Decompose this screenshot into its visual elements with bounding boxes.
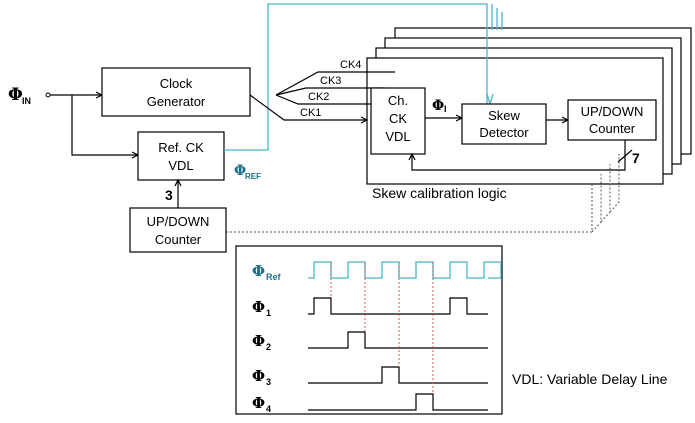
timing-label-4: Φ (252, 394, 265, 412)
timing-sublabel-3: 3 (266, 377, 271, 387)
up-down-counter-right-block (567, 99, 657, 141)
clock-lines: CK1 CK2 CK3 CK4 (249, 59, 395, 124)
ck2-wire (275, 94, 376, 105)
skew-detector-block (461, 103, 547, 145)
input-to-ref-wire (71, 95, 138, 156)
bus-width-left: 3 (165, 187, 173, 203)
up-down-counter-right-line2: Counter (589, 121, 636, 136)
timing-wave-3 (308, 366, 488, 384)
counter-feedback-wire (411, 140, 626, 171)
phi1-subscript: I (444, 104, 447, 114)
timing-sublabel-2: 2 (266, 342, 271, 352)
timing-wave-2 (308, 331, 488, 349)
ch-ck-vdl-line2: CK (389, 111, 407, 126)
up-down-counter-left-line1: UP/DOWN (147, 214, 210, 229)
phi1-symbol: Φ (432, 98, 444, 114)
ck3-label: CK3 (320, 75, 341, 87)
ref-ck-vdl-block (137, 131, 225, 181)
skew-calibration-label: Skew calibration logic (372, 185, 507, 201)
timing-wave-1 (308, 297, 488, 315)
clock-generator-line2: Generator (147, 94, 206, 109)
ch-ck-vdl-block (370, 87, 426, 155)
timing-label-1: Φ (252, 298, 265, 316)
ck3-wire (275, 87, 385, 96)
phi-ref-symbol: Φ (234, 163, 246, 179)
reference-clock-path (250, 3, 503, 151)
ref-ck-vdl-line1: Ref. CK (158, 140, 204, 155)
clock-generator-block (101, 67, 251, 117)
timing-label-0: Φ (252, 262, 265, 280)
skew-detector-line2: Detector (479, 125, 529, 140)
timing-wave-ref (308, 261, 502, 279)
ch-ck-vdl-line1: Ch. (388, 93, 408, 108)
ch-ck-vdl-line3: VDL (385, 129, 410, 144)
ref-wire (250, 3, 488, 151)
skew-detector-line1: Skew (488, 108, 520, 123)
timing-sublabel-1: 1 (266, 308, 271, 318)
ck4-label: CK4 (340, 59, 361, 71)
timing-diagram-frame (235, 245, 503, 415)
ck1-label: CK1 (300, 107, 321, 119)
up-down-counter-left-line2: Counter (155, 232, 202, 247)
counter-to-ref-arrow (174, 178, 182, 187)
phi1-label: Φ I (432, 98, 447, 114)
timing-sublabel-0: Ref (266, 272, 282, 282)
counter-feedback-arrow (408, 152, 416, 161)
ref-ck-vdl-line2: VDL (168, 158, 193, 173)
timing-label-3: Φ (252, 367, 265, 385)
phi-in-label: Φ IN (8, 85, 31, 106)
vdl-legend: VDL: Variable Delay Line (512, 371, 668, 387)
ck1-arrow (360, 116, 369, 124)
ck2-label: CK2 (308, 91, 329, 103)
phi-ref-label: Φ REF (234, 163, 261, 181)
timing-wave-4 (308, 393, 488, 411)
ck1-wire (249, 94, 367, 121)
bus-slash-right (617, 149, 633, 163)
up-down-counter-right-line1: UP/DOWN (581, 104, 644, 119)
timing-sublabel-4: 4 (266, 404, 271, 414)
up-down-counter-left-block (129, 207, 227, 253)
clock-generator-line1: Clock (160, 76, 193, 91)
timing-label-2: Φ (252, 332, 265, 350)
bus-width-right: 7 (632, 150, 640, 166)
phi-in-subscript: IN (22, 96, 31, 106)
ck4-wire (275, 71, 395, 96)
phi-in-symbol: Φ (8, 85, 23, 105)
input-node (45, 92, 51, 98)
phi-ref-subscript: REF (245, 172, 261, 181)
